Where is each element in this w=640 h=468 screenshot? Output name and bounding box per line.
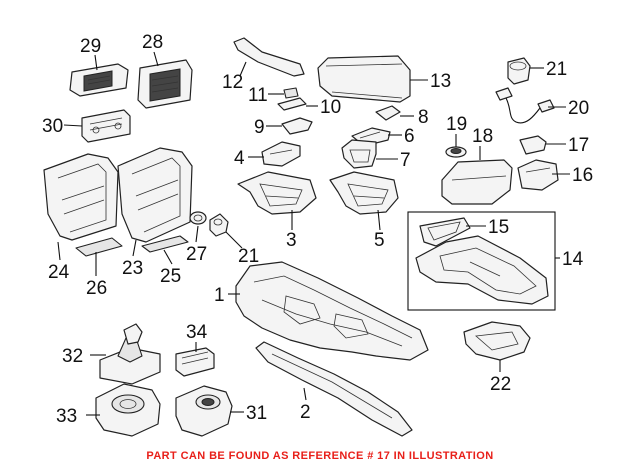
callout-23: 23: [122, 258, 143, 279]
part-16-cover: [517, 159, 559, 191]
callout-32: 32: [62, 346, 83, 367]
part-28-air-vent: [137, 59, 193, 109]
callout-16: 16: [572, 165, 593, 186]
callout-11: 11: [248, 85, 268, 106]
part-30-control-panel: [81, 109, 131, 143]
callout-4: 4: [234, 148, 245, 169]
part-4-insert: [261, 141, 301, 167]
callout-28: 28: [142, 32, 163, 53]
part-2-side-trim: [255, 341, 413, 437]
callout-27: 27: [186, 244, 207, 265]
part-23-rear-panel: [117, 147, 193, 243]
part-24-rear-panel: [43, 153, 119, 241]
part-19-button: [445, 146, 467, 158]
callout-2: 2: [300, 402, 311, 423]
callout-26: 26: [86, 278, 107, 299]
part-3-storage-bin: [237, 171, 317, 215]
part-27-socket: [189, 211, 207, 225]
part-9-bracket: [281, 117, 313, 135]
part-5-storage-bin: [329, 171, 399, 215]
callout-7: 7: [400, 150, 411, 171]
callout-22: 22: [490, 374, 511, 395]
part-26-plate: [75, 237, 123, 257]
leader-lines: [57, 51, 570, 416]
part-21-socket-upper: [507, 57, 531, 85]
part-29-air-vent: [69, 63, 129, 97]
callout-20: 20: [568, 98, 589, 119]
callout-34: 34: [186, 322, 208, 343]
callout-6: 6: [404, 126, 415, 147]
part-10-bracket: [277, 97, 307, 111]
callout-10: 10: [320, 97, 341, 118]
callout-25: 25: [160, 266, 181, 287]
callout-21-lower: 21: [238, 246, 259, 267]
callout-18: 18: [472, 126, 493, 147]
callout-9: 9: [254, 117, 265, 138]
assembly-14-box: [407, 211, 556, 311]
part-7-tray: [341, 139, 377, 169]
callout-8: 8: [418, 107, 429, 128]
callout-33: 33: [56, 406, 77, 427]
callout-17: 17: [568, 135, 589, 156]
part-12-trim-strip: [233, 37, 305, 77]
callout-3: 3: [286, 230, 297, 251]
callout-1: 1: [214, 285, 225, 306]
callout-13: 13: [430, 71, 451, 92]
callout-labels: 29 28 30 12 11 10 9 4 3 5 13 8 6 7 21 20…: [42, 32, 593, 427]
callout-24: 24: [48, 262, 70, 283]
part-18-armrest-lid: [441, 159, 513, 205]
part-21-socket-lower: [209, 213, 229, 237]
callout-19: 19: [446, 114, 467, 135]
part-11-clip: [283, 87, 299, 99]
callout-15: 15: [488, 217, 509, 238]
callout-21-upper: 21: [546, 59, 567, 80]
part-32-shift-boot: [99, 323, 161, 385]
part-33-controller-mount: [95, 383, 161, 437]
part-8-clip: [375, 105, 401, 121]
callout-14: 14: [562, 249, 584, 270]
part-15-trim: [419, 217, 471, 247]
part-34-switch-panel: [175, 347, 215, 377]
part-20-cable: [495, 87, 555, 124]
part-22-bracket: [463, 321, 531, 361]
part-31-controller: [175, 385, 233, 437]
callout-29: 29: [80, 36, 101, 57]
callout-30: 30: [42, 116, 63, 137]
callout-12: 12: [222, 72, 243, 93]
part-1-center-console: [235, 261, 429, 361]
footer-note: PART CAN BE FOUND AS REFERENCE # 17 IN I…: [146, 450, 494, 462]
callout-31: 31: [246, 403, 267, 424]
callout-5: 5: [374, 230, 385, 251]
part-13-lid: [317, 55, 411, 103]
part-25-plate: [141, 235, 189, 253]
part-14-console-frame: [415, 235, 549, 305]
part-17-switch: [519, 135, 547, 155]
